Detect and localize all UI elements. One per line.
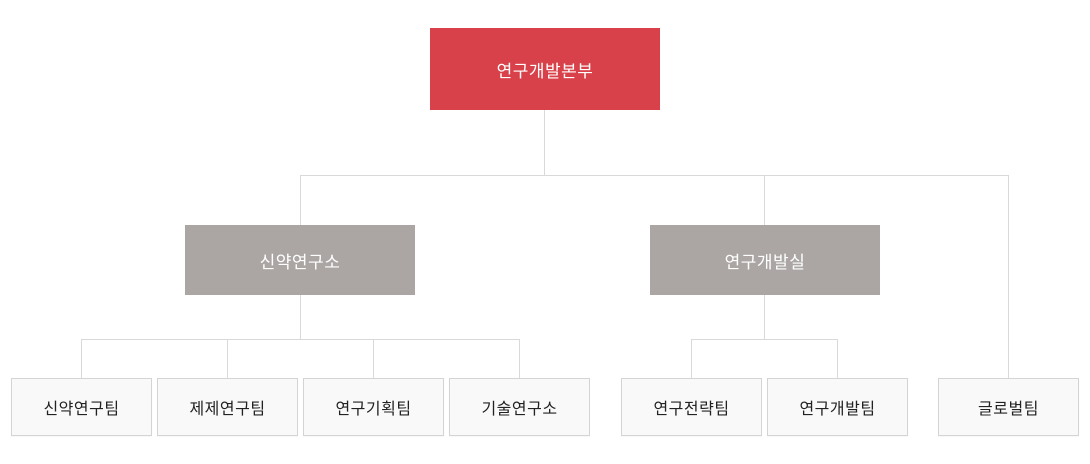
department-node: 신약연구소	[185, 225, 415, 295]
team-label: 기술연구소	[481, 399, 558, 418]
team-label: 연구기획팀	[335, 399, 412, 418]
team-node: 신약연구팀	[11, 378, 152, 436]
connector-dept2-bar	[691, 339, 838, 340]
team-node: 제제연구팀	[157, 378, 298, 436]
team-node: 연구전략팀	[621, 378, 762, 436]
connector-team-2	[227, 339, 228, 378]
connector-team-6	[837, 339, 838, 378]
department-label: 연구개발실	[724, 252, 806, 273]
department-label: 신약연구소	[259, 252, 341, 273]
connector-dept1-up	[300, 175, 301, 225]
connector-team-5	[691, 339, 692, 378]
connector-global-team	[1008, 175, 1009, 378]
connector-dept1-bar	[81, 339, 520, 340]
department-node: 연구개발실	[650, 225, 880, 295]
team-node: 기술연구소	[449, 378, 590, 436]
connector-root-down	[544, 110, 545, 175]
connector-dept2-up	[764, 175, 765, 225]
connector-dept2-down	[764, 295, 765, 339]
team-label: 연구전략팀	[653, 399, 730, 418]
team-node: 연구기획팀	[303, 378, 444, 436]
connector-team-4	[519, 339, 520, 378]
connector-level1-bar	[300, 175, 1009, 176]
team-label: 글로벌팀	[978, 399, 1039, 418]
team-label: 연구개발팀	[799, 399, 876, 418]
org-root-node: 연구개발본부	[430, 28, 660, 110]
org-root-label: 연구개발본부	[496, 61, 594, 82]
team-node: 연구개발팀	[767, 378, 908, 436]
connector-team-3	[373, 339, 374, 378]
team-node: 글로벌팀	[938, 378, 1079, 436]
team-label: 제제연구팀	[189, 399, 266, 418]
connector-team-1	[81, 339, 82, 378]
connector-dept1-down	[300, 295, 301, 339]
team-label: 신약연구팀	[43, 399, 120, 418]
